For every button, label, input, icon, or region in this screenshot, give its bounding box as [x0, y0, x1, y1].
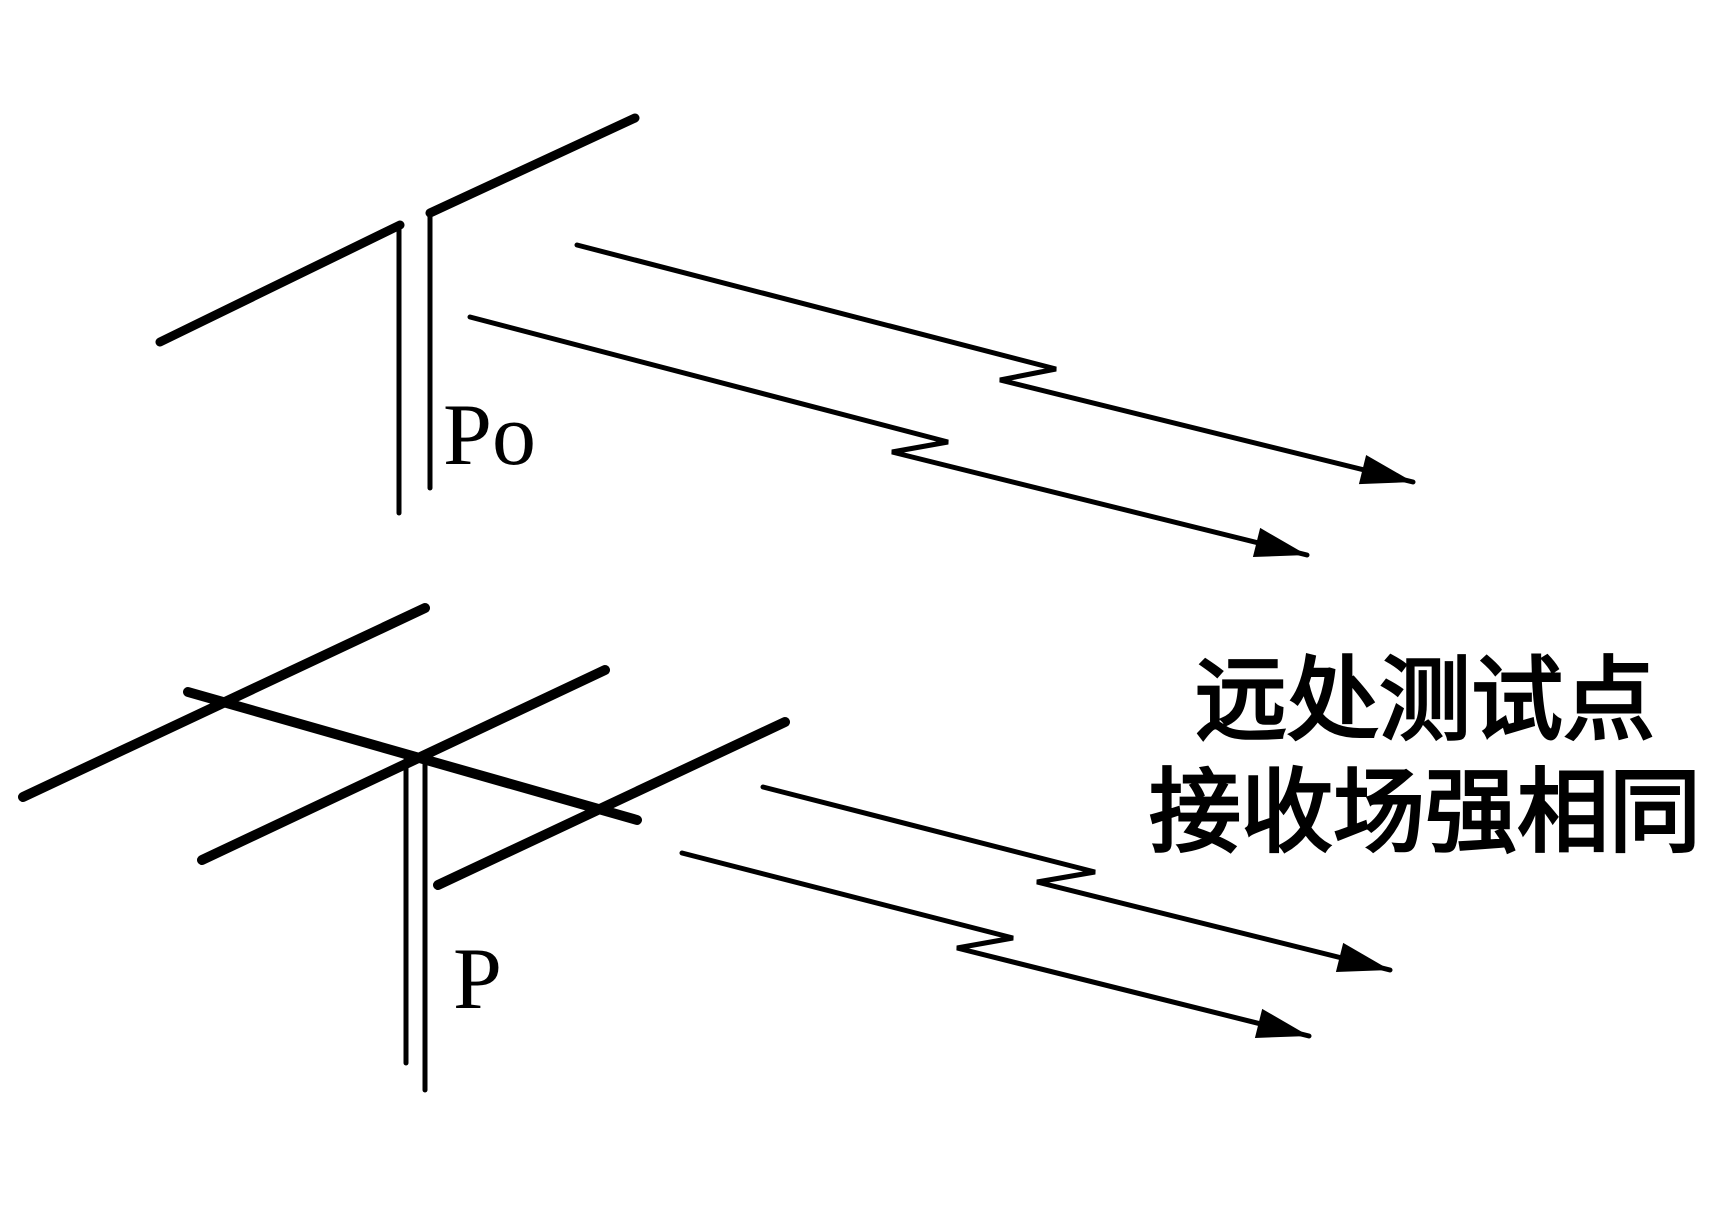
annotation-text: 远处测试点 接收场强相同: [1115, 645, 1735, 869]
radiation-arrow-top-1-shaft: [574, 242, 1416, 485]
bottom-element-right: [433, 717, 790, 890]
bottom-antenna-label: P: [453, 931, 502, 1028]
radiation-arrow-bottom-2-head: [1254, 1008, 1309, 1038]
annotation-text-line1: 远处测试点: [1194, 650, 1655, 752]
bottom-element-left: [18, 603, 430, 802]
top-dipole-right-arm: [425, 113, 640, 218]
radiation-arrow-bottom-1-shaft: [760, 784, 1393, 973]
radiation-arrow-bottom-1-head: [1335, 942, 1390, 972]
radiation-arrow-top-2-shaft: [467, 314, 1310, 558]
radiation-arrow-bottom-2-shaft: [679, 850, 1312, 1039]
top-dipole-left-arm: [155, 220, 405, 347]
radiation-arrow-top-1-head: [1358, 454, 1413, 485]
annotation-text-line2: 接收场强相同: [1148, 762, 1701, 864]
top-antenna-label: Po: [443, 387, 536, 484]
radiation-arrow-top-2-head: [1252, 527, 1307, 558]
